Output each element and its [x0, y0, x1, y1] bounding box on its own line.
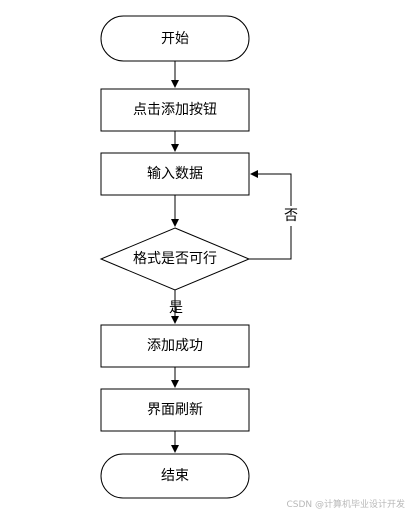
end-terminal: [100, 453, 250, 499]
refresh-label: 界面刷新: [147, 402, 203, 418]
input-data-label: 输入数据: [147, 166, 203, 182]
add-success-label: 添加成功: [147, 338, 203, 354]
start-label: 开始: [161, 31, 189, 47]
no-label-background: [283, 206, 299, 226]
yes-label: 是: [169, 300, 183, 316]
end-label: 结束: [161, 468, 189, 484]
csdn-watermark: CSDN @计算机毕业设计开发: [286, 500, 405, 510]
no-label: 否: [284, 208, 298, 224]
add-success-process: [100, 324, 250, 368]
click-add-button-label: 点击添加按钮: [133, 102, 217, 118]
click-add-button-process: [100, 88, 250, 132]
format-check-label: 格式是否可行: [133, 251, 217, 267]
